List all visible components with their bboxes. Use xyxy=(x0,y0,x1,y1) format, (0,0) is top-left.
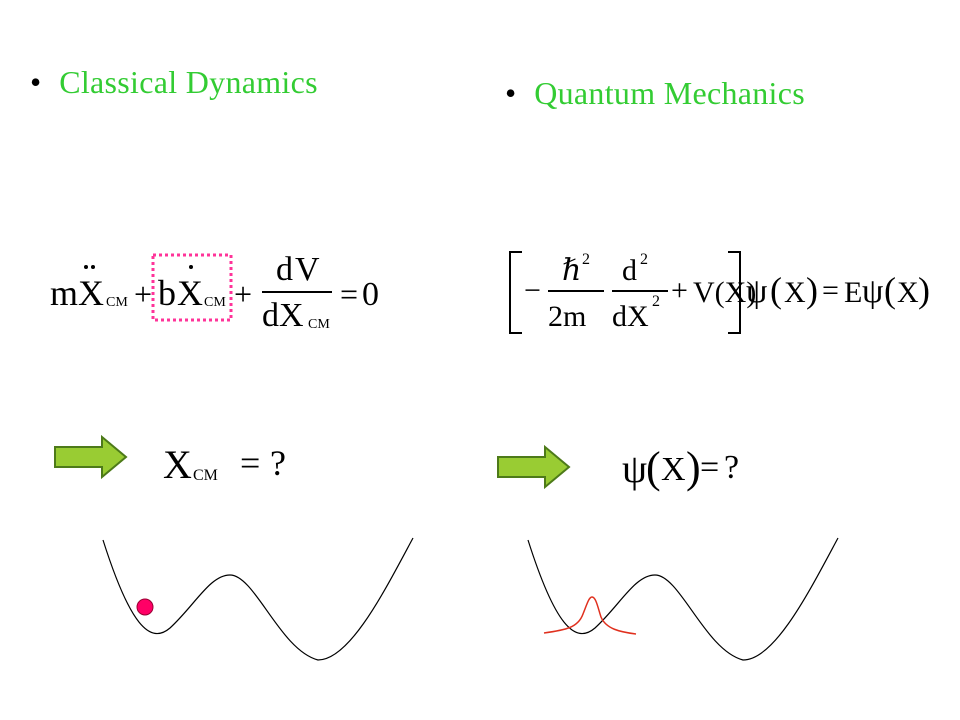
eq-minus: − xyxy=(524,274,541,307)
eq-plus-1: + xyxy=(134,276,152,312)
result-paren-close: ) xyxy=(686,443,701,492)
result-equals: = xyxy=(240,443,260,483)
eq-subscript-cm: CM xyxy=(204,295,226,310)
eq-x-accel: X xyxy=(78,273,104,313)
damping-term-highlight-box xyxy=(151,253,233,322)
right-arrow-icon xyxy=(54,434,128,480)
eq-paren-close: ) xyxy=(918,270,930,310)
eq-mass: m xyxy=(50,273,78,313)
eq-zero: 0 xyxy=(362,276,379,313)
eq-hbar: ℏ xyxy=(562,254,581,287)
result-psi: ψ xyxy=(622,446,647,491)
result-x: X xyxy=(661,451,686,488)
classical-equation: m X CM + b X CM + d V dX CM = 0 xyxy=(50,251,379,334)
schrodinger-equation: − ℏ 2 2m d 2 dX 2 + V(X) ψ ( X ) = E ψ (… xyxy=(509,251,930,334)
left-bracket xyxy=(509,251,522,334)
right-bracket xyxy=(728,251,741,334)
eq-x: X xyxy=(897,276,919,309)
bullet: • xyxy=(30,64,42,100)
result-question: ? xyxy=(270,443,286,483)
eq-paren-open: ( xyxy=(884,270,896,310)
heading-label-classical: Classical Dynamics xyxy=(59,64,318,100)
double-dot-2 xyxy=(91,265,95,269)
double-dot-1 xyxy=(84,265,88,269)
single-dot xyxy=(189,265,193,269)
eq-superscript-2: 2 xyxy=(640,251,648,268)
eq-damping-b: b xyxy=(158,273,176,313)
eq-plus-2: + xyxy=(234,276,252,312)
eq-dx: dX xyxy=(612,300,649,333)
eq-denominator-dx: dX xyxy=(262,297,304,334)
classical-result: X CM = ? xyxy=(163,442,286,487)
bullet: • xyxy=(505,75,517,111)
eq-superscript-2: 2 xyxy=(652,293,660,310)
double-well-potential-curve-classical xyxy=(102,537,414,661)
eq-equals: = xyxy=(822,274,839,307)
result-paren-open: ( xyxy=(646,443,661,492)
eq-d: d xyxy=(622,254,637,287)
result-question: ? xyxy=(724,449,739,486)
eq-x: X xyxy=(784,276,806,309)
result-equals: = xyxy=(700,449,719,486)
result-subscript-cm: CM xyxy=(193,467,218,484)
eq-2m: 2m xyxy=(548,300,586,333)
eq-subscript-cm: CM xyxy=(308,317,330,332)
heading-label-quantum: Quantum Mechanics xyxy=(534,75,806,111)
eq-plus: + xyxy=(671,274,688,307)
eq-subscript-cm: CM xyxy=(106,295,128,310)
result-x: X xyxy=(163,442,192,487)
eq-numerator-d: d xyxy=(276,251,293,288)
eq-energy: E xyxy=(844,276,862,309)
classical-dynamics-heading: • Classical Dynamics xyxy=(30,64,318,101)
eq-psi: ψ xyxy=(862,273,883,310)
quantum-mechanics-heading: • Quantum Mechanics xyxy=(505,75,805,112)
eq-paren-close: ) xyxy=(806,270,818,310)
double-well-potential-curve-quantum xyxy=(527,537,839,661)
particle-ball xyxy=(136,598,154,616)
eq-potential: V(X) xyxy=(693,276,756,309)
eq-superscript-2: 2 xyxy=(582,251,590,268)
eq-numerator-v: V xyxy=(295,251,320,288)
quantum-result: ψ ( X ) = ? xyxy=(622,443,739,492)
eq-x-velocity: X xyxy=(177,273,203,313)
eq-paren-open: ( xyxy=(770,270,782,310)
eq-equals: = xyxy=(340,276,358,312)
eq-psi: ψ xyxy=(746,273,767,310)
right-arrow-icon xyxy=(497,444,571,490)
wavepacket-curve xyxy=(543,596,637,635)
